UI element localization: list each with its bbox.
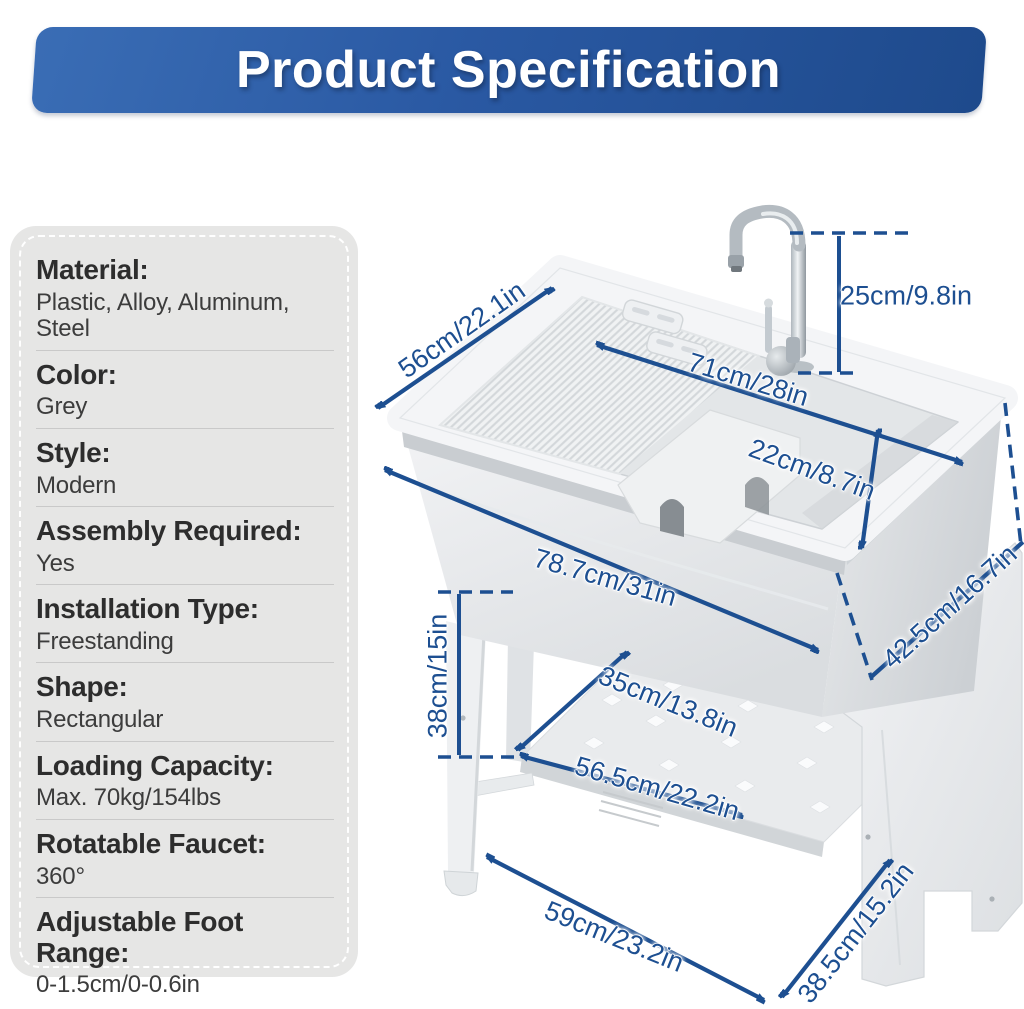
spec-label: Loading Capacity: [36, 749, 274, 781]
spec-item-installation: Installation Type: Freestanding [36, 585, 334, 664]
spec-panel: Material: Plastic, Alloy, Aluminum, Stee… [10, 226, 358, 998]
spec-item-assembly: Assembly Required: Yes [36, 507, 334, 586]
spec-item-rotatable-faucet: Rotatable Faucet: 360° [36, 820, 334, 898]
spec-value: 360° [36, 862, 85, 890]
spec-item-material: Material: Plastic, Alloy, Aluminum, Stee… [36, 246, 334, 351]
header-banner: Product Specification [30, 27, 988, 113]
spec-label: Assembly Required: [36, 514, 302, 546]
spec-item-loading-capacity: Loading Capacity: Max. 70kg/154lbs [36, 742, 334, 820]
spec-label: Color: [36, 358, 117, 390]
spec-value: 0-1.5cm/0-0.6in [36, 971, 200, 999]
utility-sink-illustration [360, 204, 1024, 1008]
spec-value: Plastic, Alloy, Aluminum, Steel [36, 288, 290, 343]
spec-label: Rotatable Faucet: [36, 827, 266, 859]
spec-value: Grey [36, 393, 88, 421]
spec-label: Material: [36, 254, 149, 285]
dimension-faucet-height-label: 25cm/9.8in [839, 280, 973, 311]
spec-item-shape: Shape: Rectangular [36, 663, 334, 742]
spec-list: Material: Plastic, Alloy, Aluminum, Stee… [36, 246, 334, 1006]
spec-label: Style: [36, 436, 111, 468]
spec-value: Yes [36, 549, 75, 577]
spec-label: Adjustable Foot Range: [36, 905, 244, 968]
spec-item-foot-range: Adjustable Foot Range: 0-1.5cm/0-0.6in [36, 898, 334, 1006]
spec-value: Max. 70kg/154lbs [36, 784, 221, 812]
page-title: Product Specification [236, 41, 782, 99]
spec-value: Rectangular [36, 706, 164, 734]
dimension-leg-height-label: 38cm/15in [422, 613, 453, 739]
spec-item-style: Style: Modern [36, 429, 334, 507]
spec-item-color: Color: Grey [36, 351, 334, 429]
spec-label: Installation Type: [36, 593, 259, 625]
dimension-arrows [378, 231, 1024, 1000]
spec-label: Shape: [36, 671, 128, 703]
spec-value: Freestanding [36, 627, 174, 655]
spec-value: Modern [36, 471, 117, 499]
